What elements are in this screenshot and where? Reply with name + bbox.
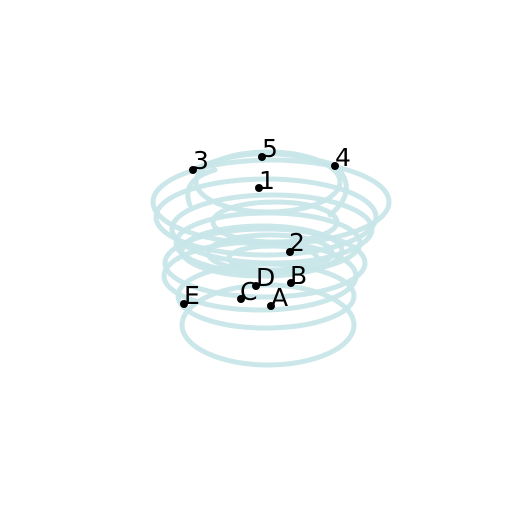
point-label-3: 3 <box>193 146 209 175</box>
point-marker-5 <box>258 153 266 161</box>
coil-arc <box>327 162 349 218</box>
coil-arc <box>190 151 338 173</box>
coil-loop <box>179 282 357 368</box>
point-label-1: 1 <box>259 166 275 195</box>
point-marker-4 <box>331 162 339 170</box>
coil-loop <box>179 223 345 279</box>
point-label-b: B <box>290 261 307 290</box>
coil-loop <box>175 261 357 331</box>
coil-loop <box>210 199 340 245</box>
point-label-4: 4 <box>335 143 351 172</box>
point-label-d: D <box>256 263 275 292</box>
coil-loop <box>153 176 379 258</box>
point-marker-a <box>267 302 275 310</box>
coil-arc <box>185 167 218 208</box>
point-label-c: C <box>240 277 257 306</box>
point-label-e: E <box>184 281 200 310</box>
coil-loop <box>226 243 320 273</box>
point-marker-d <box>252 282 260 290</box>
point-marker-e <box>180 300 188 308</box>
point-marker-1 <box>255 184 263 192</box>
point-marker-3 <box>189 166 197 174</box>
point-label-2: 2 <box>289 228 305 257</box>
point-label-a: A <box>271 283 288 312</box>
point-marker-2 <box>286 248 294 256</box>
point-marker-b <box>287 279 295 287</box>
point-label-5: 5 <box>262 134 278 163</box>
labeled-points: 1 2 3 4 5AB CD E <box>180 134 351 312</box>
coil-loop <box>162 226 368 300</box>
coil-curves <box>150 149 392 368</box>
point-marker-c <box>237 295 245 303</box>
